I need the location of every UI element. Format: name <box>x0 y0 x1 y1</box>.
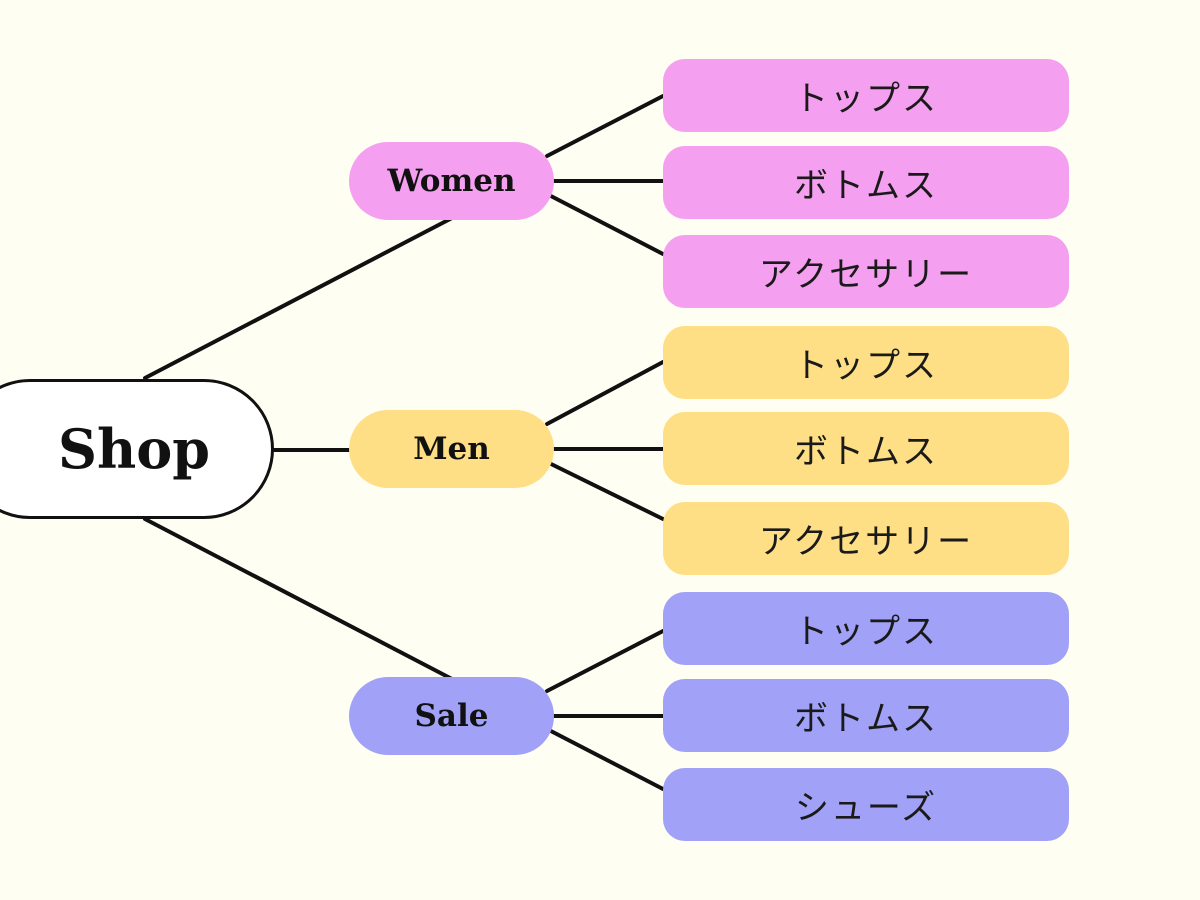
category-node-label: Sale <box>414 698 489 734</box>
category-node-sale[interactable]: Sale <box>349 677 554 755</box>
edge-men-accessories <box>545 460 665 521</box>
edge-women-accessories <box>545 192 665 256</box>
leaf-node-men-bottoms[interactable]: ボトムス <box>663 412 1069 485</box>
leaf-node-sale-bottoms[interactable]: ボトムス <box>663 679 1069 752</box>
edge-sale-tops <box>545 629 665 693</box>
leaf-node-sale-tops[interactable]: トップス <box>663 592 1069 665</box>
root-node-shop[interactable]: Shop <box>0 379 274 519</box>
category-node-label: Women <box>387 163 516 199</box>
leaf-node-sale-shoes[interactable]: シューズ <box>663 768 1069 841</box>
leaf-node-label: トップス <box>794 79 938 119</box>
leaf-node-women-accessories[interactable]: アクセサリー <box>663 235 1069 308</box>
leaf-node-label: ボトムス <box>794 432 938 472</box>
leaf-node-label: ボトムス <box>794 166 938 206</box>
edge-shop-sale <box>143 517 454 681</box>
leaf-node-label: トップス <box>794 612 938 652</box>
edge-shop-women <box>143 216 454 380</box>
leaf-node-label: トップス <box>794 346 938 386</box>
category-node-men[interactable]: Men <box>349 410 554 488</box>
leaf-node-label: シューズ <box>794 788 938 828</box>
category-node-women[interactable]: Women <box>349 142 554 220</box>
edge-women-tops <box>545 94 665 158</box>
leaf-node-men-tops[interactable]: トップス <box>663 326 1069 399</box>
edge-sale-shoes <box>545 727 665 791</box>
category-node-label: Men <box>413 431 490 467</box>
root-node-label: Shop <box>57 417 211 481</box>
leaf-node-women-tops[interactable]: トップス <box>663 59 1069 132</box>
leaf-node-men-accessories[interactable]: アクセサリー <box>663 502 1069 575</box>
edge-men-tops <box>545 360 665 426</box>
leaf-node-label: アクセサリー <box>758 255 974 295</box>
leaf-node-label: ボトムス <box>794 699 938 739</box>
leaf-node-women-bottoms[interactable]: ボトムス <box>663 146 1069 219</box>
leaf-node-label: アクセサリー <box>758 522 974 562</box>
